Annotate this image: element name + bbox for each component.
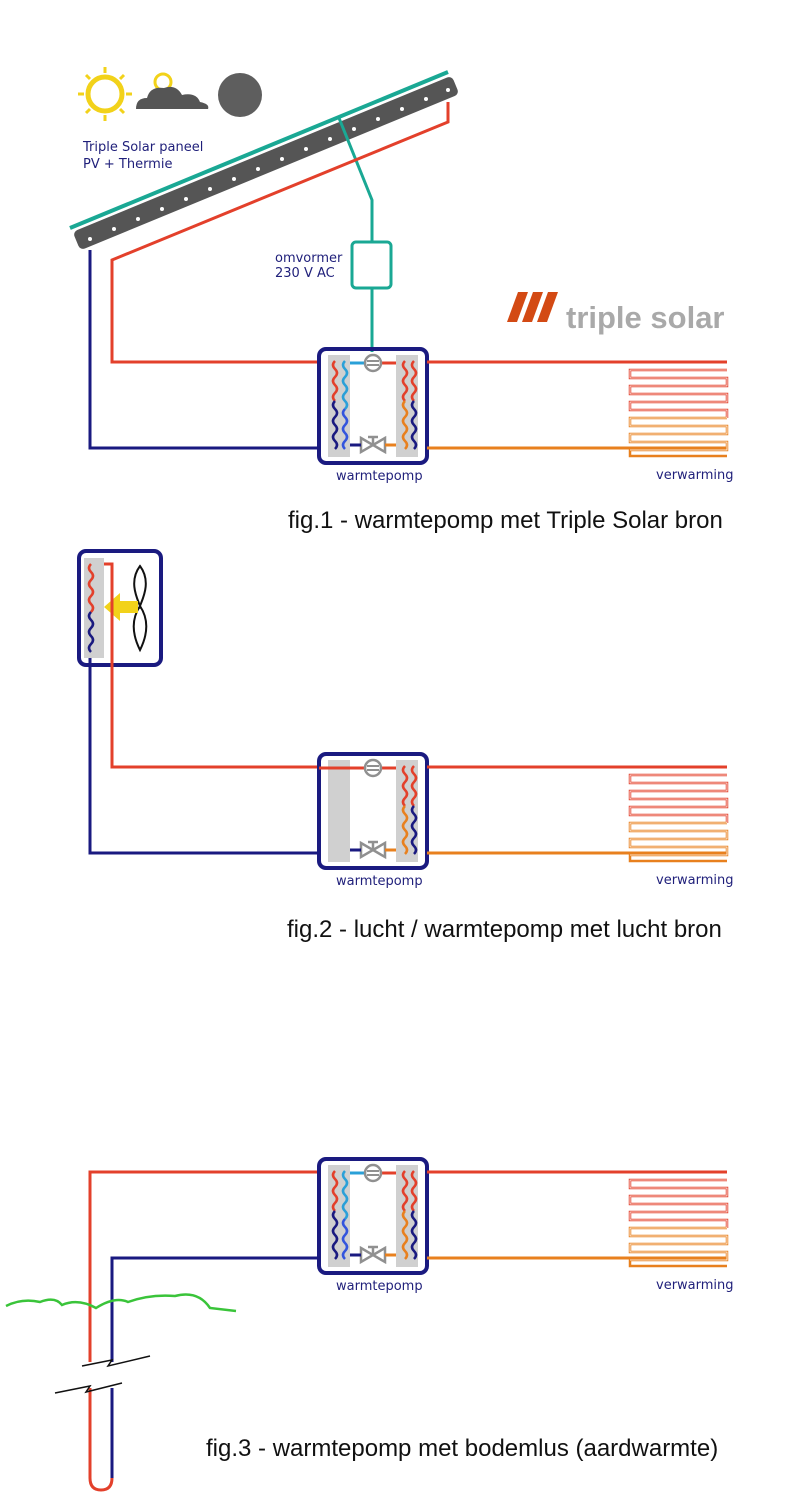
night-icon [218,73,262,117]
ground-line-icon [5,1293,237,1313]
airflow-arrow-icon [104,593,138,621]
floor-heating-coil-2 [628,773,729,863]
heatpump-unit-3 [317,1157,429,1275]
fig2-group: warmtepomp verwarming fig.2 - lucht / wa… [77,549,734,943]
logo-text: triple solar [566,300,725,335]
air-return-pipe [88,658,320,855]
panel-label-line1: Triple Solar paneel [82,140,203,155]
ground-return-pipe [110,1256,320,1478]
heatpump-unit [317,347,429,465]
fan-icon [132,564,148,653]
heating-label-2: verwarming [656,873,734,888]
heating-label-3: verwarming [656,1278,734,1293]
air-unit [77,549,163,667]
floor-heating-coil [628,368,729,458]
panel-label-line2: PV + Thermie [83,157,172,172]
brand-logo: triple solar [507,292,725,335]
figure-caption-2: fig.2 - lucht / warmtepomp met lucht bro… [287,916,722,943]
fig1-group: Triple Solar paneel PV + Thermie omvorme… [69,67,734,534]
break-mark-icon [54,1355,151,1394]
inverter-box [350,240,393,290]
source-return-pipe [88,250,320,450]
brand-mark-icon [507,292,558,322]
fig3-group: warmtepomp verwarming fig.3 - warmtepomp… [5,1157,734,1492]
electric-wire [337,117,374,352]
heating-label: verwarming [656,468,734,483]
ground-supply-pipe [88,1170,320,1492]
solar-panel [69,70,458,249]
floor-heating-coil-3 [628,1178,729,1268]
sun-icon [78,67,132,121]
inverter-label-line1: omvormer [275,251,343,266]
figure-caption: fig.1 - warmtepomp met Triple Solar bron [288,507,723,534]
heatpump-label-2: warmtepomp [336,874,423,889]
inverter-label-line2: 230 V AC [275,266,335,281]
source-supply-pipe [110,102,450,364]
air-supply-pipe [104,562,320,769]
cloud-sun-icon [136,72,209,109]
heatpump-unit-2 [317,752,429,870]
heatpump-label-3: warmtepomp [336,1279,423,1294]
heatpump-label: warmtepomp [336,469,423,484]
figure-caption-3: fig.3 - warmtepomp met bodemlus (aardwar… [206,1435,718,1462]
